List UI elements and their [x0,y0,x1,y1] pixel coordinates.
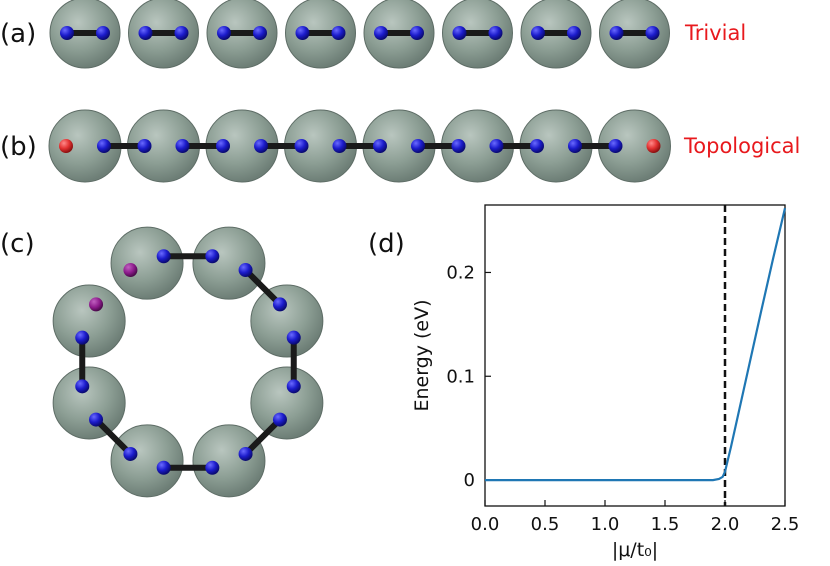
majorana-atom [123,446,138,461]
majorana-atom [75,379,90,394]
site-sphere [192,226,266,300]
majorana-atom [156,460,171,475]
energy-series-line [485,207,787,482]
y-axis-label: Energy (eV) [411,299,433,411]
majorana-atom [137,139,152,153]
majorana-atom [286,330,301,345]
majorana-atom [295,26,310,40]
majorana-atom [216,139,230,153]
majorana-atom [451,139,466,153]
majorana-atom [174,26,189,40]
edge-mode-atom [89,297,104,312]
majorana-atom [488,26,503,40]
ring-bond [242,416,283,457]
ring-bond [242,267,283,308]
majorana-atom [531,26,545,40]
site-sphere [250,284,324,358]
site-sphere [52,284,126,358]
majorana-atom [175,139,190,153]
edge-mode-atom [59,139,73,153]
energy-chart: 0.0 0.5 1.0 1.5 2.0 2.5 0 0.1 0.2 |μ/t₀| Energy (e… [411,204,800,561]
site-sphere [250,366,324,440]
y-tick-label: 0.1 [446,366,475,387]
x-tick-label: 1.0 [591,514,620,535]
plot-frame [484,204,786,507]
majorana-atom [272,297,287,312]
panel-label-c: (c) [0,229,35,259]
majorana-atom [294,139,309,153]
majorana-atom [608,139,623,153]
ring-bond [93,416,134,457]
majorana-atom [205,460,220,475]
phase-label-trivial: Trivial [684,21,746,45]
site-sphere [192,424,266,498]
majorana-atom [156,249,171,264]
majorana-atom [272,412,287,427]
majorana-atom [530,139,544,153]
panel-label-a: (a) [0,19,36,49]
majorana-atom [332,139,347,153]
edge-mode-atom [646,139,661,153]
majorana-atom [452,26,467,40]
majorana-atom [97,139,111,153]
majorana-atom [89,412,104,427]
majorana-atom [410,26,424,40]
y-tick-label: 0 [464,470,475,491]
phase-label-topological: Topological [683,134,800,158]
site-sphere [52,366,126,440]
majorana-atom [75,330,90,345]
site-sphere [110,424,184,498]
majorana-atom [609,26,624,40]
majorana-atom [489,139,504,153]
majorana-atom [411,139,425,153]
majorana-atom [254,139,268,153]
kitaev-ring [52,226,324,498]
majorana-atom [374,26,388,40]
majorana-atom [205,249,220,264]
majorana-atom [238,446,253,461]
majorana-atom [567,26,581,40]
panel-label-b: (b) [0,132,37,162]
majorana-atom [217,26,231,40]
majorana-atom [60,26,74,40]
panel-label-d: (d) [368,229,405,259]
majorana-atom [286,379,301,394]
trivial-chain [49,0,670,69]
x-tick-label: 0.5 [531,514,560,535]
x-tick-label: 2.5 [771,514,800,535]
x-tick-label: 2.0 [711,514,740,535]
majorana-atom [373,139,387,153]
majorana-atom [331,26,346,40]
site-sphere [110,226,184,300]
majorana-atom [645,26,660,40]
edge-mode-atom [123,263,138,278]
x-tick-label: 0.0 [471,514,500,535]
majorana-atom [96,26,110,40]
majorana-atom [568,139,582,153]
majorana-atom [253,26,267,40]
x-tick-label: 1.5 [651,514,680,535]
majorana-atom [138,26,153,40]
y-tick-label: 0.2 [446,262,475,283]
topological-chain [48,109,671,183]
x-axis-label: |μ/t₀| [612,539,658,561]
majorana-atom [238,263,253,278]
